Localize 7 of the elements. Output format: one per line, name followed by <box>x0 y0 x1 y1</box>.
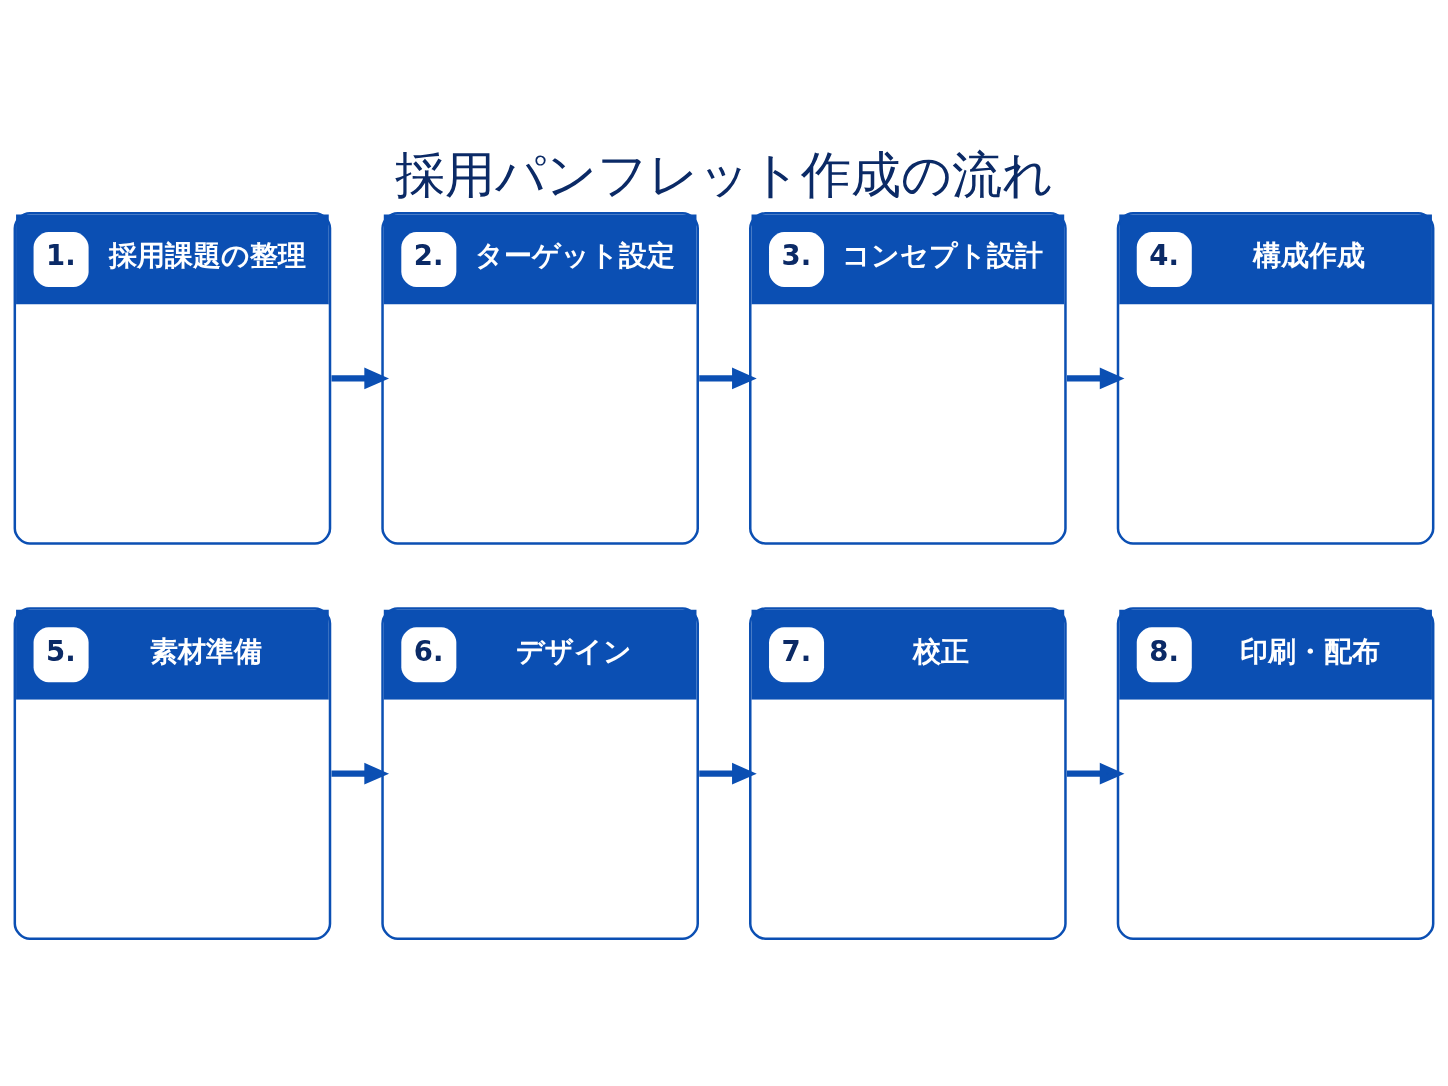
arrow <box>1066 762 1125 784</box>
arrow <box>699 367 757 389</box>
arrow <box>331 367 389 389</box>
arrow <box>331 762 389 784</box>
arrow <box>699 762 757 784</box>
arrow <box>1066 367 1125 389</box>
diagram-title: 採用パンフレット作成の流れ <box>395 145 1053 204</box>
